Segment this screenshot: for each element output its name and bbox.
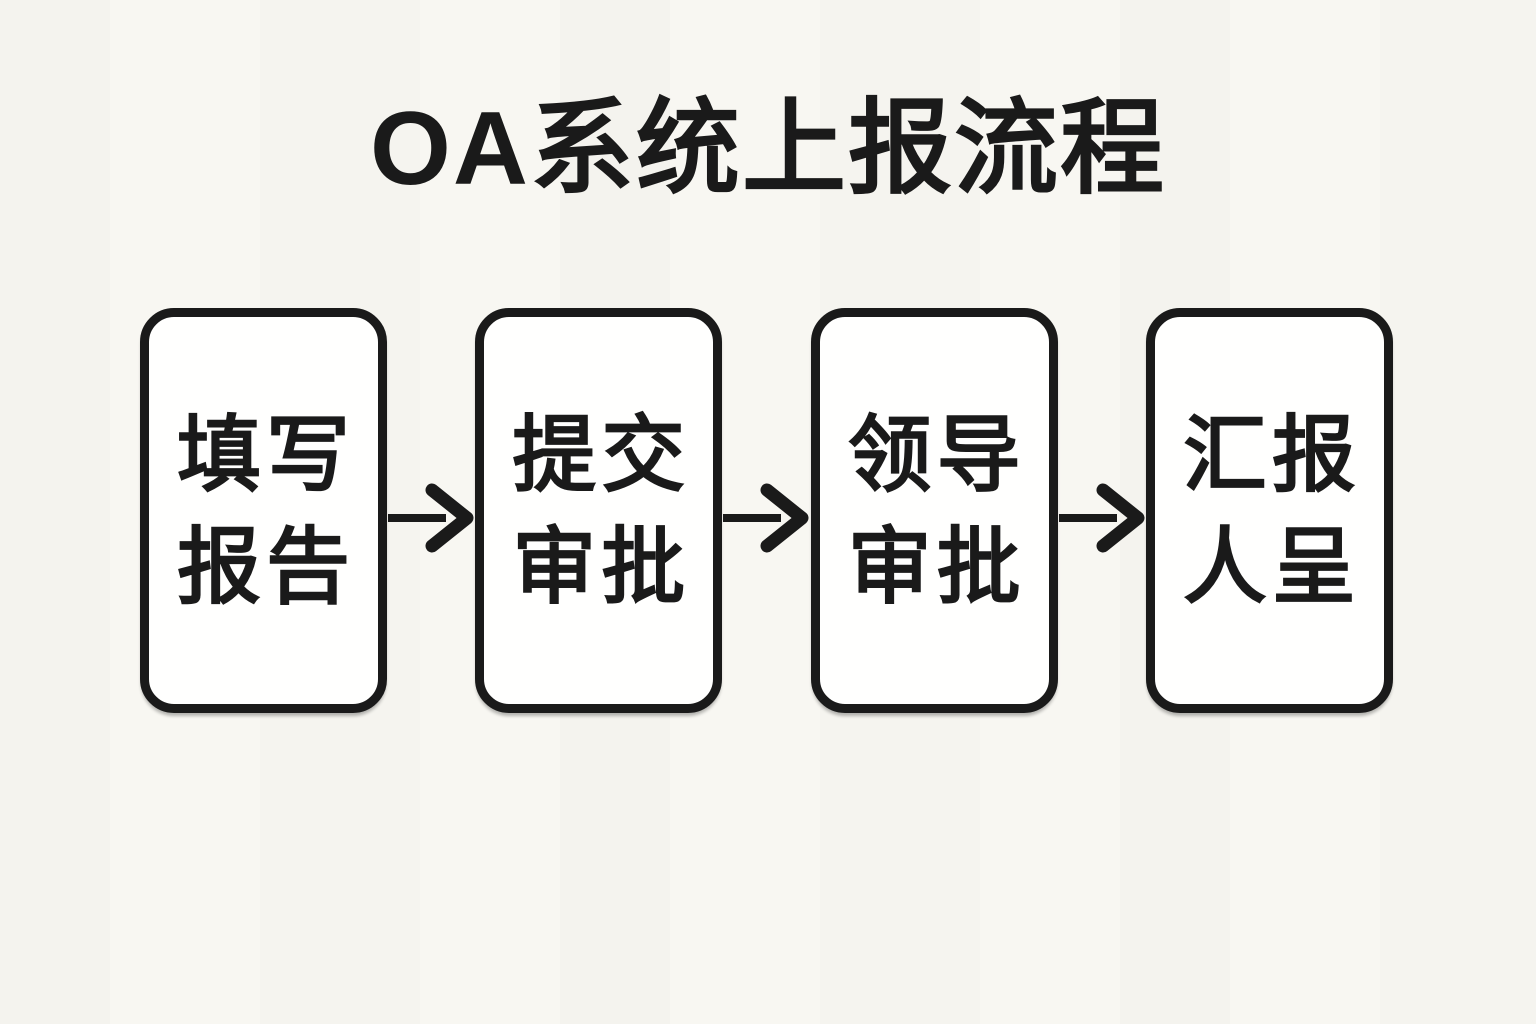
flow-step-report-present: 汇报 人呈 — [1145, 308, 1393, 713]
step-label-line: 报告 — [176, 519, 355, 614]
arrow-right-icon — [388, 480, 474, 556]
step-label-line: 人呈 — [1182, 519, 1361, 614]
step-label-line: 填写 — [176, 407, 355, 502]
step-label-line: 汇报 — [1182, 407, 1361, 502]
step-label-line: 审批 — [847, 519, 1026, 614]
flow-step-fill-report: 填写 报告 — [140, 308, 387, 713]
step-label-line: 审批 — [512, 519, 691, 614]
flow-step-submit-approval: 提交 审批 — [475, 308, 723, 713]
step-label-line: 领导 — [847, 407, 1026, 502]
arrow-right-icon — [1058, 480, 1145, 556]
flow-step-leader-approval: 领导 审批 — [810, 308, 1058, 713]
page-title: OA系统上报流程 — [369, 91, 1166, 207]
step-label-line: 提交 — [512, 407, 691, 502]
flow-diagram: 填写 报告 提交 审批 领导 审批 汇报 人呈 — [140, 308, 1393, 713]
arrow-right-icon — [723, 480, 809, 556]
